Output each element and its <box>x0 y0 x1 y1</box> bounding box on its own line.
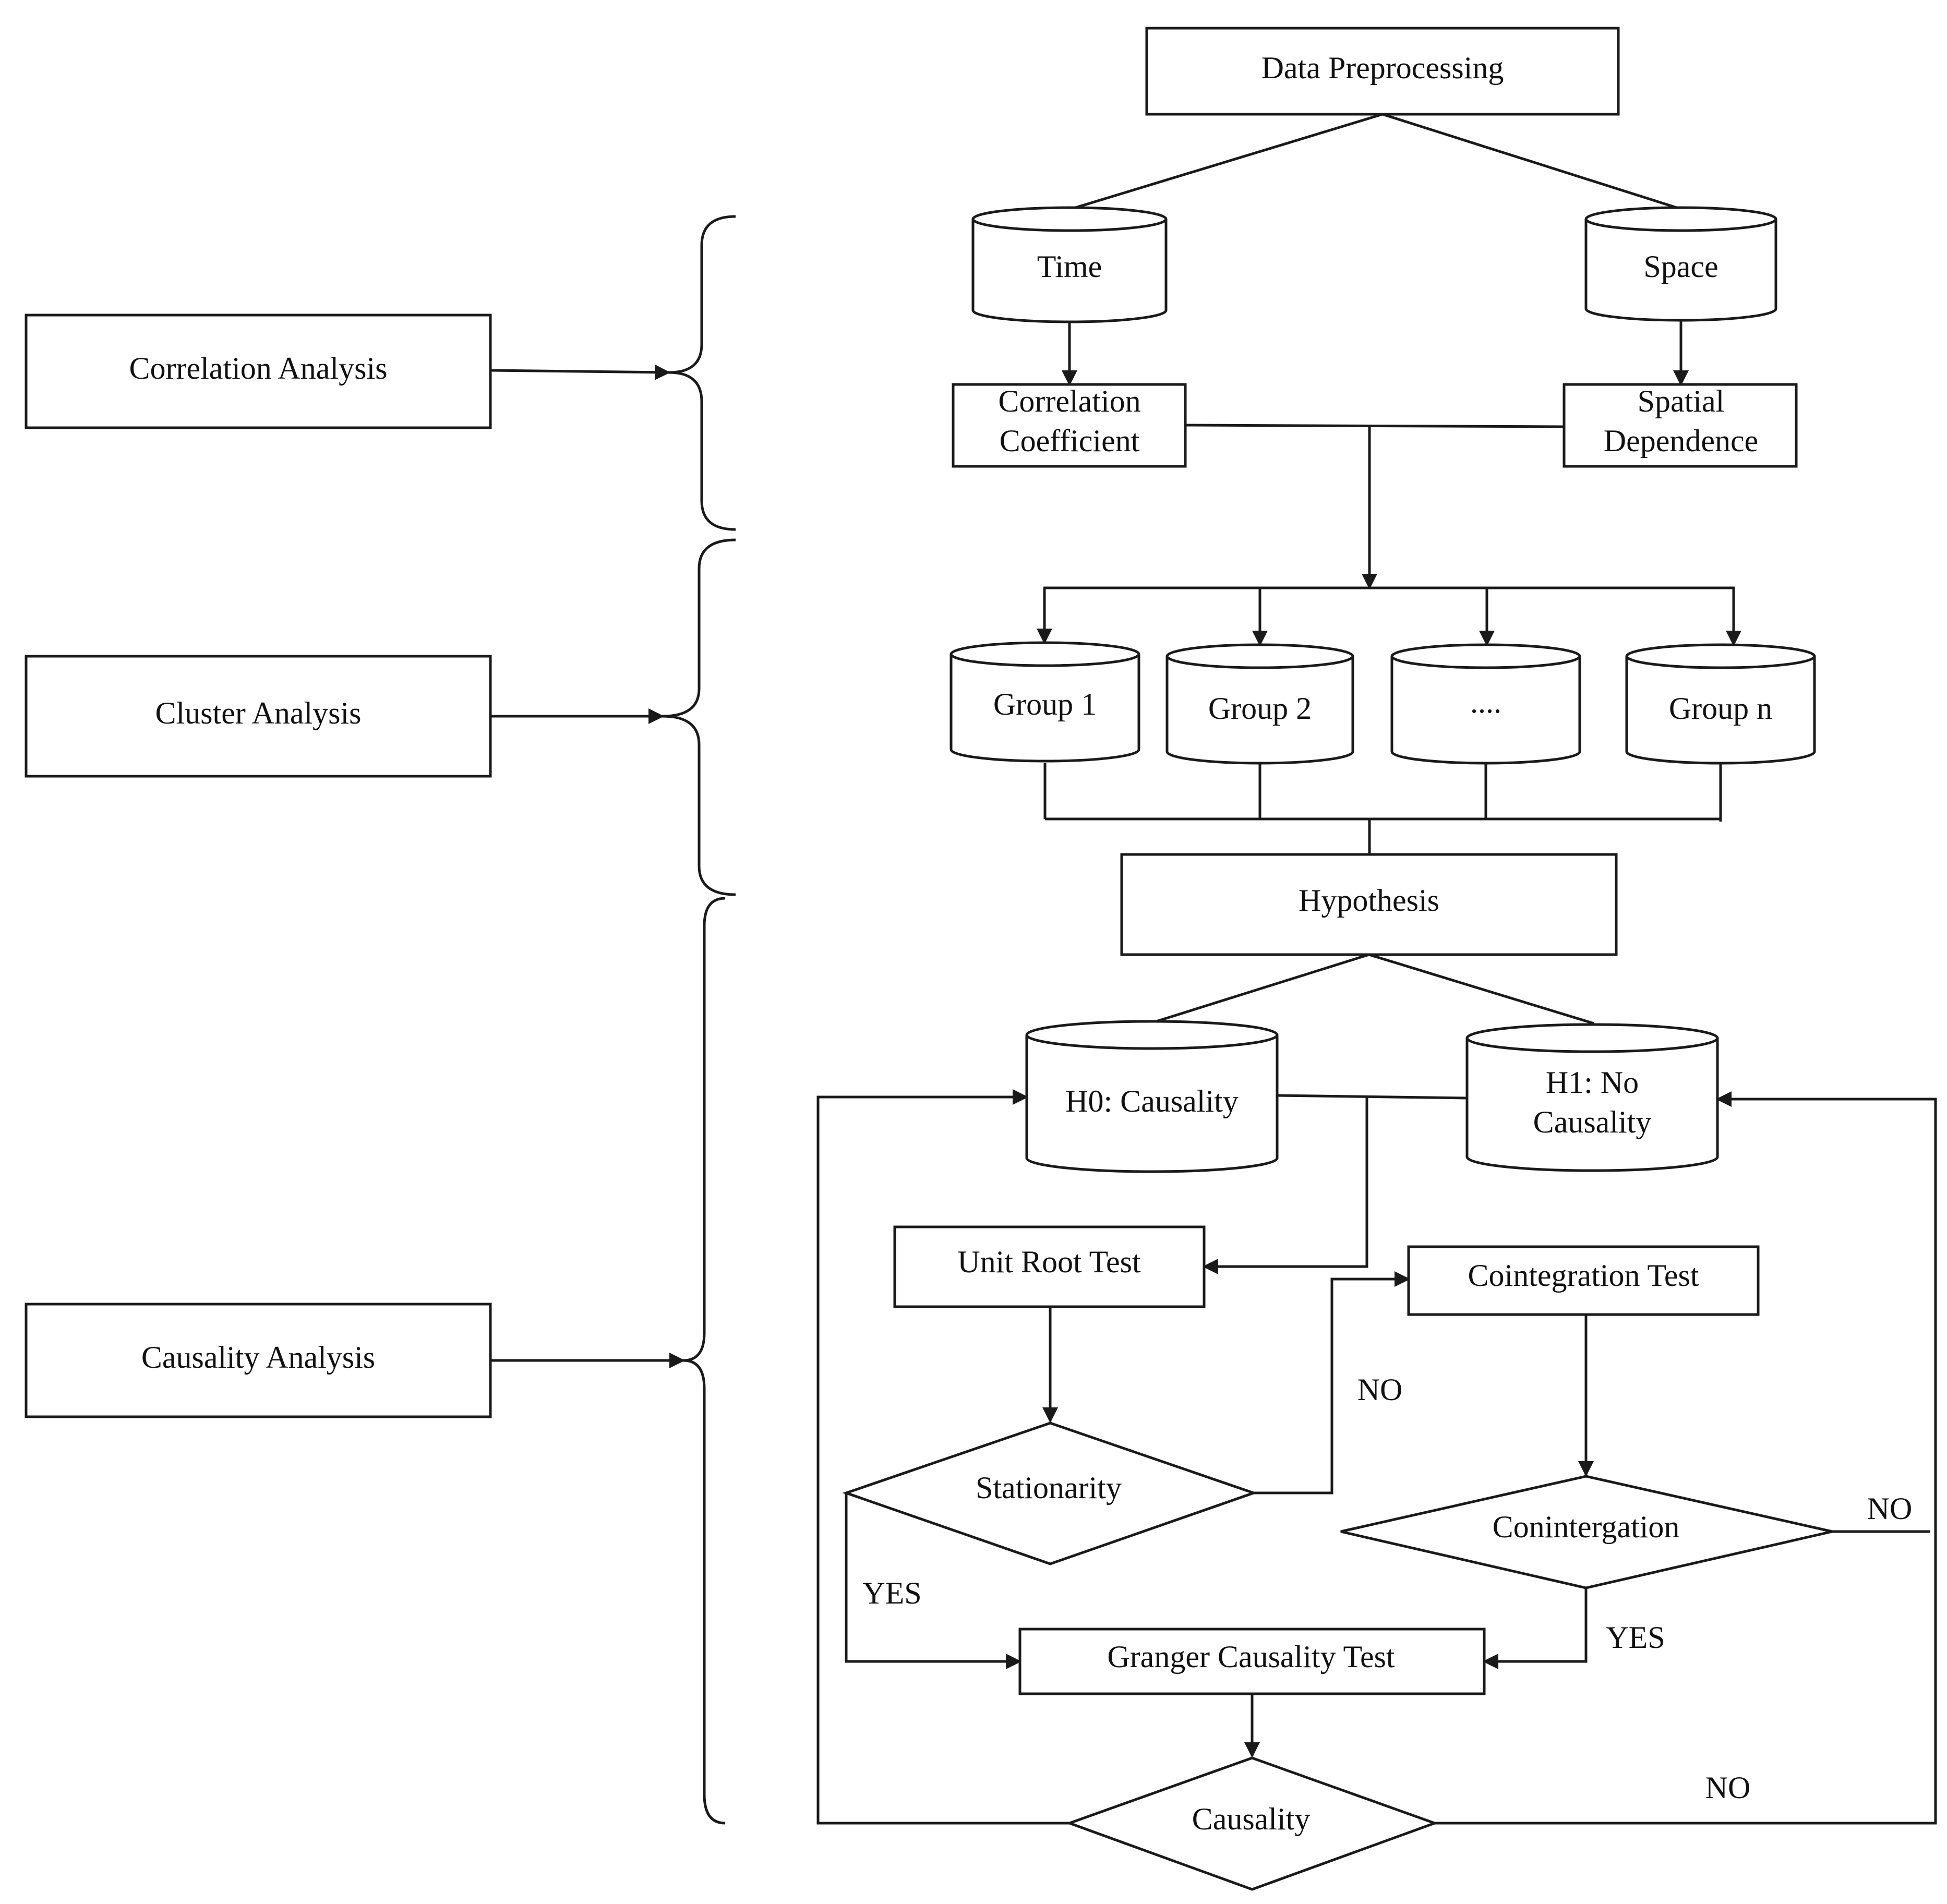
causality-label: Causality <box>1192 1802 1311 1836</box>
correlation-panel-arrow <box>490 364 670 380</box>
edge-cointergation-yes <box>1483 1588 1588 1669</box>
time-cylinder: Time <box>971 206 1168 323</box>
causality-analysis-box: Causality Analysis <box>25 1303 492 1418</box>
spatial-dependence-line2: Dependence <box>1604 424 1758 458</box>
group-n-cylinder: Group n <box>1625 643 1816 765</box>
stationarity-no-label: NO <box>1357 1372 1403 1407</box>
edge-merge-unit-root <box>1203 1097 1368 1274</box>
correlation-coefficient-line1: Correlation <box>998 384 1140 418</box>
cointergation-yes-label: YES <box>1606 1620 1665 1655</box>
group-ellipsis-cylinder: .... <box>1390 643 1581 765</box>
cointergation-no-label: NO <box>1867 1491 1913 1526</box>
group-1-cylinder: Group 1 <box>950 641 1140 763</box>
edge-stationarity-no <box>1254 1271 1410 1495</box>
cointergation-label: Conintergation <box>1493 1510 1680 1544</box>
group-n-label: Group n <box>1669 691 1772 726</box>
group-2-cylinder: Group 2 <box>1165 643 1354 765</box>
stationarity-label: Stationarity <box>976 1471 1122 1505</box>
group-ellipsis-label: .... <box>1470 685 1501 719</box>
cluster-analysis-box: Cluster Analysis <box>25 655 492 778</box>
edge-merge-correlation-spatial <box>1185 424 1565 428</box>
stationarity-yes-label: YES <box>862 1576 921 1610</box>
causality-no-label: NO <box>1705 1770 1751 1805</box>
h1-label-line1: H1: No <box>1546 1065 1639 1100</box>
stationarity-diamond: Stationarity <box>842 1421 1258 1565</box>
space-label: Space <box>1643 249 1718 284</box>
spatial-dependence-box: Spatial Dependence <box>1563 383 1798 468</box>
edge-h0-h1-merge <box>1277 1094 1468 1100</box>
edge-preprocessing-space <box>1382 113 1680 210</box>
edge-causality-no-h1 <box>1435 1091 1937 1825</box>
unit-root-test-box: Unit Root Test <box>893 1225 1206 1308</box>
hypothesis-box: Hypothesis <box>1120 853 1618 956</box>
edge-stationarity-yes <box>845 1493 1021 1669</box>
cluster-analysis-label: Cluster Analysis <box>155 696 361 730</box>
hypothesis-label: Hypothesis <box>1299 883 1439 918</box>
data-preprocessing-label: Data Preprocessing <box>1261 51 1504 85</box>
h0-causality-label: H0: Causality <box>1065 1084 1239 1118</box>
edge-preprocessing-time <box>1072 113 1383 210</box>
group-2-label: Group 2 <box>1208 691 1312 726</box>
h1-label-line2: Causality <box>1533 1105 1652 1139</box>
causality-diamond: Causality <box>1065 1756 1439 1891</box>
unit-root-test-label: Unit Root Test <box>957 1245 1141 1279</box>
cointegration-test-box: Cointegration Test <box>1407 1245 1760 1316</box>
granger-causality-test-label: Granger Causality Test <box>1107 1640 1395 1674</box>
correlation-analysis-box: Correlation Analysis <box>25 314 492 429</box>
space-cylinder: Space <box>1584 206 1777 322</box>
h1-no-causality-cylinder: H1: No Causality <box>1465 1023 1719 1172</box>
edge-causality-yes-h0 <box>816 1089 1069 1825</box>
causality-brace <box>683 897 726 1825</box>
spatial-dependence-line1: Spatial <box>1638 384 1725 418</box>
correlation-brace <box>668 215 736 531</box>
correlation-coefficient-line2: Coefficient <box>1000 424 1140 458</box>
cluster-brace <box>662 538 736 896</box>
edge-hypothesis-h1 <box>1368 953 1594 1025</box>
correlation-coefficient-box: Correlation Coefficient <box>952 383 1187 468</box>
time-label: Time <box>1037 249 1102 284</box>
correlation-analysis-label: Correlation Analysis <box>129 351 388 385</box>
edge-hypothesis-h0 <box>1152 953 1369 1024</box>
cointegration-test-label: Cointegration Test <box>1468 1258 1699 1293</box>
granger-causality-test-box: Granger Causality Test <box>1018 1628 1486 1695</box>
data-preprocessing-box: Data Preprocessing <box>1145 27 1620 116</box>
cointergation-diamond: Conintergation <box>1340 1475 1833 1589</box>
causality-analysis-label: Causality Analysis <box>141 1340 375 1375</box>
h0-causality-cylinder: H0: Causality <box>1025 1020 1279 1173</box>
group-1-label: Group 1 <box>993 687 1097 721</box>
